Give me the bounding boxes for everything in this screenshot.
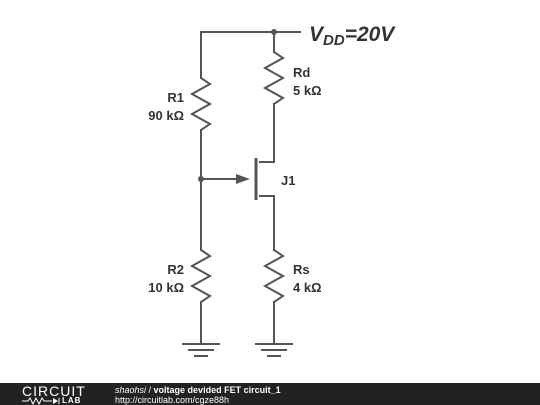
- rd-name-label: Rd: [293, 65, 310, 80]
- r1-value-label: 90 kΩ: [148, 108, 184, 123]
- ground-symbol-left: [182, 343, 220, 357]
- gate-arrow: [236, 174, 250, 184]
- circuitlab-footer: CIRCUIT LAB shaohsi / voltage devided FE…: [0, 383, 540, 405]
- r1-resistor: [189, 76, 213, 132]
- circuit-schematic: VDD=20V R1 90 kΩ R2 10 kΩ Rd 5 kΩ J1 Rs …: [148, 23, 396, 357]
- circuit-url-link[interactable]: http://circuitlab.com/cgze88h: [115, 395, 230, 405]
- rs-resistor: [262, 248, 286, 304]
- ground-symbol-right: [255, 343, 293, 357]
- rd-resistor: [262, 50, 286, 106]
- r1-name-label: R1: [167, 90, 184, 105]
- rd-value-label: 5 kΩ: [293, 83, 322, 98]
- r2-resistor: [189, 248, 213, 304]
- source-wire: [259, 195, 275, 251]
- author-link[interactable]: shaohsi: [115, 385, 147, 395]
- logo-resistor-icon: [22, 397, 60, 405]
- logo-circuit-text: CIRCUIT: [22, 383, 86, 399]
- j1-name-label: J1: [281, 173, 295, 188]
- vdd-label: VDD=20V: [309, 23, 396, 49]
- r2-name-label: R2: [167, 262, 184, 277]
- r2-value-label: 10 kΩ: [148, 280, 184, 295]
- rs-value-label: 4 kΩ: [293, 280, 322, 295]
- circuitlab-logo[interactable]: CIRCUIT LAB: [22, 383, 94, 405]
- logo-lab-text: LAB: [62, 396, 82, 405]
- circuit-credit: shaohsi / voltage devided FET circuit_1: [115, 385, 281, 395]
- rs-name-label: Rs: [293, 262, 310, 277]
- drain-wire: [259, 103, 275, 163]
- circuit-title[interactable]: voltage devided FET circuit_1: [153, 385, 281, 395]
- credit-separator: /: [146, 385, 154, 395]
